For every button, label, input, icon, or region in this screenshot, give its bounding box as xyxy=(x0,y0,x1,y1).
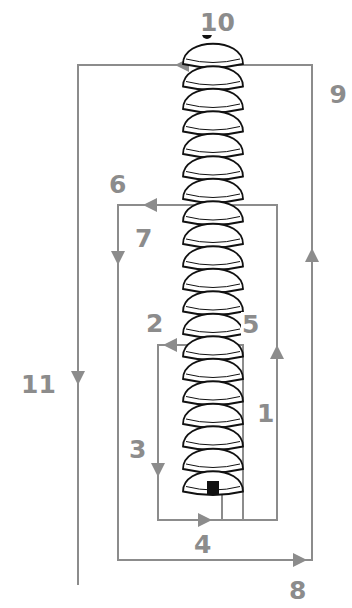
segmented-column xyxy=(183,29,243,495)
flow-lines xyxy=(71,58,319,585)
callout-number: 8 xyxy=(288,578,307,603)
arrowhead xyxy=(305,248,319,262)
segment-rim xyxy=(186,374,240,378)
arrowhead xyxy=(163,338,177,352)
callout-number: 11 xyxy=(20,372,57,397)
segment-rim xyxy=(186,307,240,311)
column-segment xyxy=(183,44,243,68)
column-segment xyxy=(183,89,243,113)
segment-rim xyxy=(186,329,240,333)
column-segment xyxy=(183,134,243,158)
callout-number: 7 xyxy=(134,226,153,251)
segment-rim xyxy=(186,419,240,423)
column-segment xyxy=(183,314,243,338)
segment-rim xyxy=(186,262,240,266)
callout-number: 3 xyxy=(128,437,147,462)
column-segment xyxy=(183,111,243,135)
segment-rim xyxy=(186,217,240,221)
callout-number: 10 xyxy=(199,10,236,35)
column-segment xyxy=(183,449,243,473)
column-segment xyxy=(183,224,243,248)
column-segment xyxy=(183,156,243,180)
column-segment xyxy=(183,404,243,428)
column-segment xyxy=(183,246,243,270)
callout-number: 4 xyxy=(193,532,212,557)
segment-rim xyxy=(186,284,240,288)
arrowhead xyxy=(143,198,157,212)
column-segment xyxy=(183,179,243,203)
segment-rim xyxy=(186,82,240,86)
base-block xyxy=(207,481,219,495)
column-segment xyxy=(183,359,243,383)
arrowhead xyxy=(111,251,125,265)
segment-rim xyxy=(186,127,240,131)
segment-rim xyxy=(186,239,240,243)
segment-rim xyxy=(186,59,240,63)
column-segment xyxy=(183,381,243,405)
column-segment xyxy=(183,66,243,90)
column-segment xyxy=(183,201,243,225)
segment-rim xyxy=(186,442,240,446)
segment-rim xyxy=(186,149,240,153)
callout-number: 1 xyxy=(256,401,275,426)
segment-rim xyxy=(186,104,240,108)
segment-rim xyxy=(186,194,240,198)
column-segment xyxy=(183,269,243,293)
arrowhead xyxy=(270,345,284,359)
segment-rim xyxy=(186,172,240,176)
callout-number: 2 xyxy=(145,311,164,336)
callout-number: 6 xyxy=(108,172,127,197)
callout-number: 5 xyxy=(241,312,260,337)
arrowhead xyxy=(151,463,165,477)
callout-number: 9 xyxy=(329,82,348,107)
column-segment xyxy=(183,291,243,315)
segment-rim xyxy=(186,397,240,401)
arrowhead xyxy=(293,553,307,567)
arrowhead xyxy=(198,513,212,527)
column-segment xyxy=(183,471,243,495)
arrowhead xyxy=(71,371,85,385)
column-segment xyxy=(183,426,243,450)
column-segment xyxy=(183,336,243,360)
flow-line xyxy=(78,65,312,585)
segment-rim xyxy=(186,352,240,356)
segment-rim xyxy=(186,464,240,468)
